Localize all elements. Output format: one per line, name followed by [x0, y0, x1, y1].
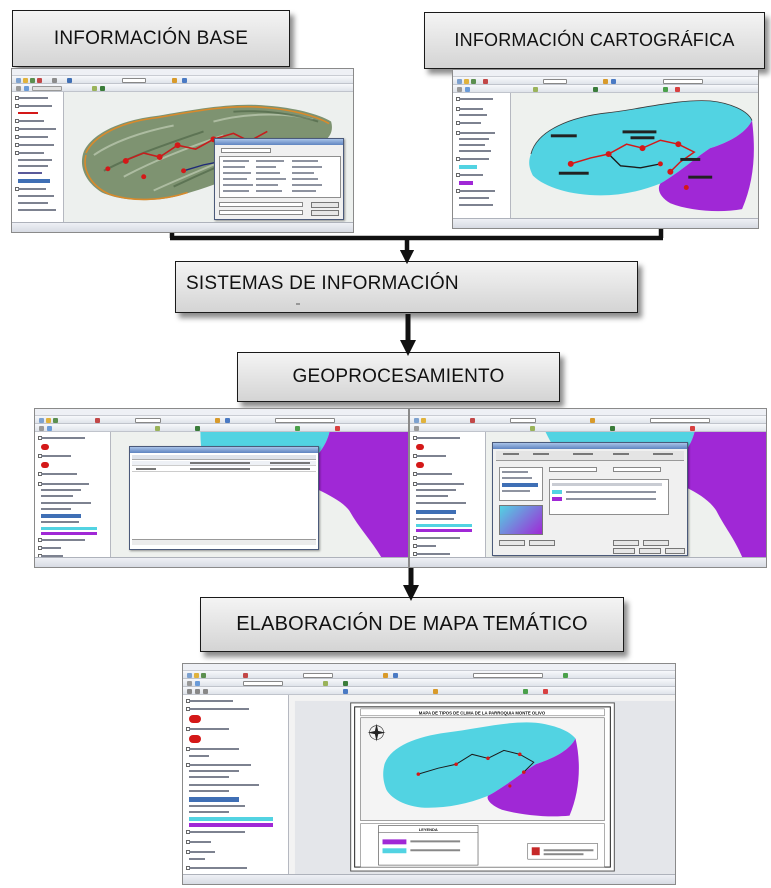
screenshot-geoprocesamiento-tabla: [34, 408, 409, 568]
box-sistemas-de-informacion: SISTEMAS DE INFORMACIÓN: [175, 261, 638, 313]
layout-page: MAPA DE TIPOS DE CLIMA DE LA PARROQUIA M…: [289, 695, 675, 874]
layout-map-title: MAPA DE TIPOS DE CLIMA DE LA PARROQUIA M…: [419, 710, 546, 715]
box-geoprocesamiento: GEOPROCESAMIENTO: [237, 352, 560, 402]
north-arrow-icon: [367, 723, 386, 742]
layer-properties-dialog: [492, 442, 688, 556]
layout-legend-title: LEYENDA: [419, 827, 438, 832]
box-elaboracion-mapa-tematico: ELABORACIÓN DE MAPA TEMÁTICO: [200, 597, 624, 652]
screenshot-informacion-cartografica: [452, 69, 759, 229]
box-informacion-base-label: INFORMACIÓN BASE: [53, 27, 249, 49]
screenshot-mapa-tematico: MAPA DE TIPOS DE CLIMA DE LA PARROQUIA M…: [182, 663, 676, 885]
box-informacion-base: INFORMACIÓN BASE: [12, 10, 290, 67]
box-elaboracion-mapa-tematico-label: ELABORACIÓN DE MAPA TEMÁTICO: [236, 613, 588, 635]
box-informacion-cartografica: INFORMACIÓN CARTOGRÁFICA: [424, 12, 765, 69]
box-sistemas-de-informacion-label: SISTEMAS DE INFORMACIÓN: [186, 273, 459, 294]
add-data-dialog: [214, 138, 344, 220]
box-geoprocesamiento-label: GEOPROCESAMIENTO: [292, 366, 505, 387]
screenshot-informacion-base: [11, 68, 354, 233]
attributes-table-dialog: [129, 446, 319, 550]
box-informacion-cartografica-label: INFORMACIÓN CARTOGRÁFICA: [454, 30, 735, 50]
screenshot-geoprocesamiento-simbologia: [409, 408, 767, 568]
